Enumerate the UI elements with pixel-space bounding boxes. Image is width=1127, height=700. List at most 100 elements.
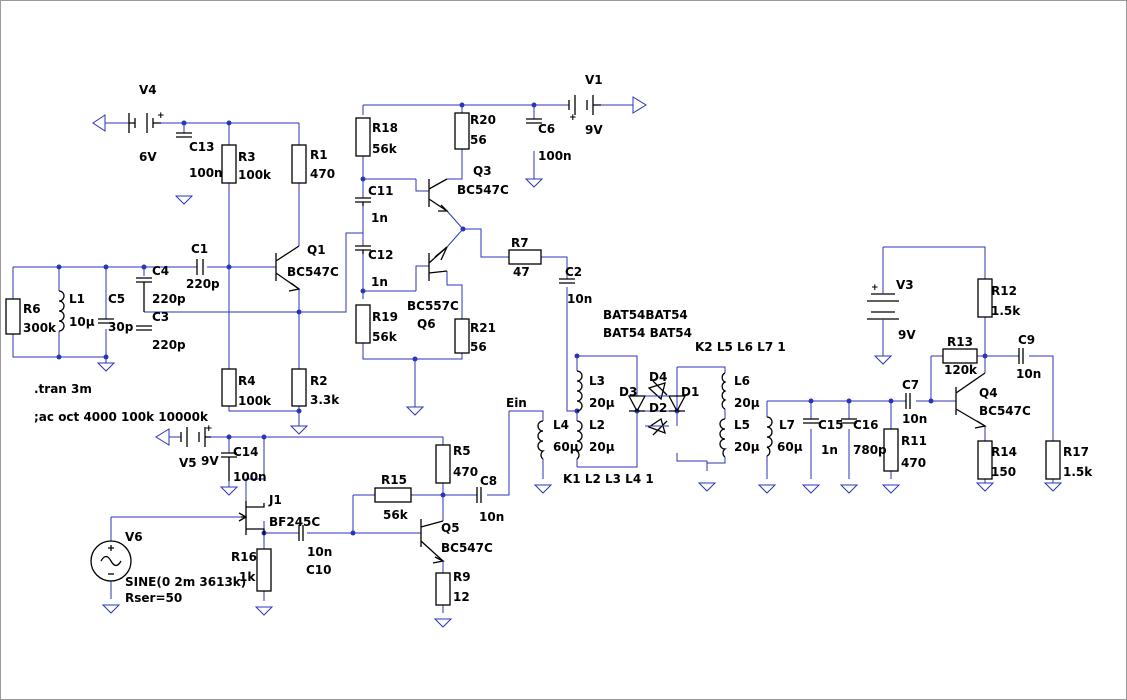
label-r5-name: R5: [453, 444, 471, 458]
label-c11-name: C11: [368, 184, 394, 198]
directive-tran[interactable]: .tran 3m: [34, 382, 92, 396]
label-l4-name: L4: [553, 418, 569, 432]
label-r11-name: R11: [901, 434, 927, 448]
label-r14-value: 150: [991, 465, 1016, 479]
label-c14-value: 100n: [233, 470, 267, 484]
capacitor-symbols: [98, 118, 1024, 541]
label-c15-name: C15: [818, 418, 844, 432]
label-c4-name: C4: [152, 264, 169, 278]
label-q6-name: Q6: [417, 317, 436, 331]
directive-ac[interactable]: ;ac oct 4000 100k 10000k: [34, 410, 209, 424]
label-c2-value: 10n: [567, 292, 592, 306]
label-d1: D1: [681, 385, 699, 399]
label-r17-name: R17: [1063, 445, 1089, 459]
ground-symbols: [92, 96, 1063, 628]
label-v5-value: 9V: [201, 454, 219, 468]
label-q6-value: BC557C: [407, 299, 459, 313]
label-v5-name: V5: [179, 456, 197, 470]
label-r21-name: R21: [470, 321, 496, 335]
label-r1-value: 470: [310, 167, 335, 181]
label-l3-value: 20µ: [589, 396, 615, 410]
label-r7-name: R7: [511, 236, 529, 250]
label-c15-value: 1n: [821, 443, 838, 457]
resistor-symbols: [5, 112, 1061, 606]
label-c7-value: 10n: [902, 412, 927, 426]
label-c1-name: C1: [191, 242, 208, 256]
label-r13-value: 120k: [944, 363, 978, 377]
label-q5-name: Q5: [441, 521, 460, 535]
label-l2-name: L2: [589, 418, 605, 432]
label-diode-models-2: BAT54 BAT54: [603, 326, 692, 340]
label-v1-name: V1: [585, 73, 603, 87]
label-q5-value: BC547C: [441, 541, 493, 555]
label-r16-value: 1k: [239, 570, 256, 584]
directive-k1[interactable]: K1 L2 L3 L4 1: [563, 472, 654, 486]
label-r6-value: 300k: [23, 321, 57, 335]
label-v1-value: 9V: [585, 123, 603, 137]
label-r3-name: R3: [238, 150, 256, 164]
label-d2: D2: [649, 401, 667, 415]
battery-symbols: [128, 95, 899, 447]
label-l4-value: 60µ: [553, 440, 579, 454]
label-v5-plus: +: [205, 424, 213, 434]
label-j1-name: J1: [268, 493, 282, 507]
label-r2-name: R2: [310, 374, 328, 388]
diode-symbols: [627, 380, 687, 436]
label-c1-value: 220p: [186, 277, 220, 291]
label-r14-name: R14: [991, 445, 1017, 459]
label-c8-value: 10n: [479, 510, 504, 524]
label-l7-name: L7: [779, 418, 795, 432]
label-diode-models-1: BAT54BAT54: [603, 308, 688, 322]
label-l6-value: 20µ: [734, 396, 760, 410]
label-c3-name: C3: [152, 310, 169, 324]
wires: [12, 104, 1054, 613]
label-v4-name: V4: [139, 83, 157, 97]
label-r17-value: 1.5k: [1063, 465, 1093, 479]
directive-k2[interactable]: K2 L5 L6 L7 1: [695, 340, 786, 354]
label-r19-value: 56k: [372, 330, 398, 344]
label-r5-value: 470: [453, 465, 478, 479]
label-r9-value: 12: [453, 590, 470, 604]
label-c5-name: C5: [108, 292, 125, 306]
label-c9-value: 10n: [1016, 367, 1041, 381]
label-r12-name: R12: [991, 284, 1017, 298]
label-l3-name: L3: [589, 374, 605, 388]
label-d4: D4: [649, 370, 667, 384]
label-r20-name: R20: [470, 113, 496, 127]
label-r20-value: 56: [470, 133, 487, 147]
label-l2-value: 20µ: [589, 440, 615, 454]
label-r6-name: R6: [23, 302, 41, 316]
label-c7-name: C7: [902, 378, 919, 392]
net-label-ein[interactable]: Ein: [506, 396, 527, 410]
label-r3-value: 100k: [238, 168, 272, 182]
label-l1-value: 10µ: [69, 315, 95, 329]
label-v3-plus: +: [871, 283, 879, 293]
label-c10-name: C10: [306, 563, 332, 577]
label-c8-name: C8: [480, 474, 497, 488]
label-c13-name: C13: [189, 140, 215, 154]
label-c11-value: 1n: [371, 211, 388, 225]
label-c6-value: 100n: [538, 149, 572, 163]
label-v3-name: V3: [896, 278, 914, 292]
label-q1-value: BC547C: [287, 265, 339, 279]
label-l5-name: L5: [734, 418, 750, 432]
label-c5-value: 30p: [108, 320, 134, 334]
label-d3: D3: [619, 385, 637, 399]
label-r19-name: R19: [372, 310, 398, 324]
label-r15-name: R15: [381, 473, 407, 487]
spice-directives: .tran 3m ;ac oct 4000 100k 10000k K1 L2 …: [34, 340, 786, 486]
label-c10-value: 10n: [307, 545, 332, 559]
label-v3-value: 9V: [898, 328, 916, 342]
label-l6-name: L6: [734, 374, 750, 388]
label-c12-value: 1n: [371, 275, 388, 289]
sine-source-symbol: [90, 540, 132, 582]
junction-dots: [56, 102, 988, 536]
label-v4-value: 6V: [139, 150, 157, 164]
label-r18-value: 56k: [372, 142, 398, 156]
label-r12-value: 1.5k: [991, 304, 1021, 318]
label-c13-value: 100n: [189, 166, 223, 180]
label-r16-name: R16: [231, 550, 257, 564]
label-r4-name: R4: [238, 374, 256, 388]
